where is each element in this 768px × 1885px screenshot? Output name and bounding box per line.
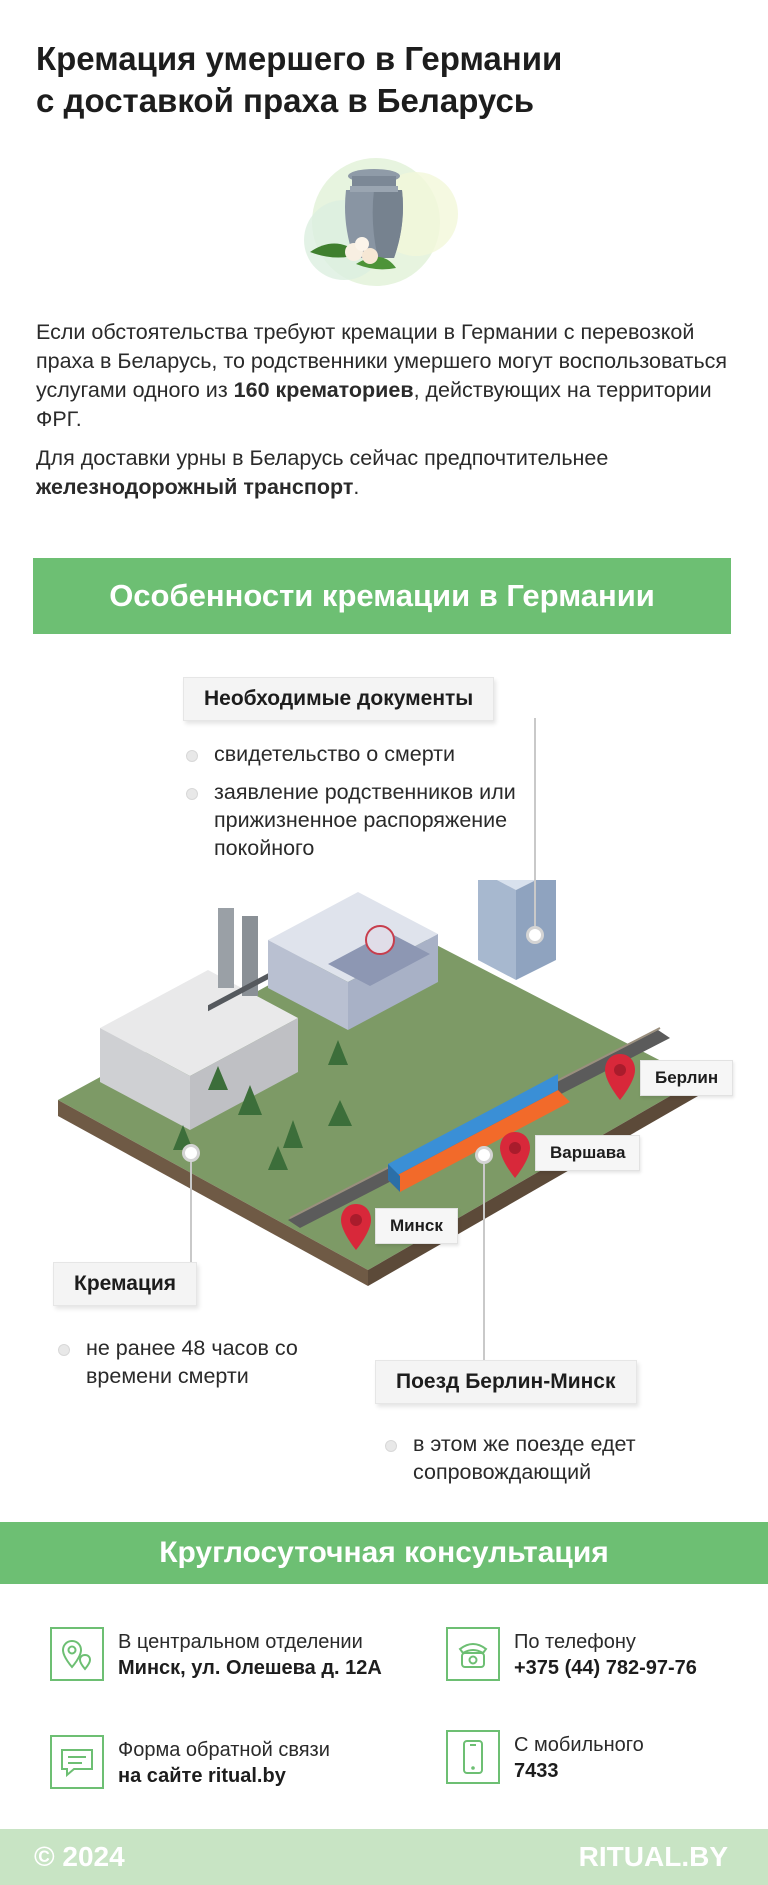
berlin-pin-icon <box>605 1054 635 1100</box>
footer-copyright: © 2024 <box>34 1841 125 1872</box>
page-title: Кремация умершего в Германии с доставкой… <box>36 38 716 122</box>
phone-line1: По телефону <box>514 1631 636 1653</box>
intro-p1-tail: , действующих на территории ФРГ. <box>36 378 712 431</box>
list-item: в этом же поезде едет сопровождающий <box>385 1430 715 1486</box>
documents-connector-line <box>534 718 536 932</box>
mobile-number: 7433 <box>514 1760 559 1782</box>
bullet-dot <box>58 1344 70 1356</box>
train-marker <box>475 1146 493 1164</box>
train-label: Поезд Берлин-Минск <box>375 1360 637 1404</box>
office-line1: В центральном отделении <box>118 1631 363 1653</box>
office-address: Минск, ул. Олешева д. 12А <box>118 1657 382 1679</box>
intro-p2-text: Для доставки урны в Беларусь сейчас пред… <box>36 446 609 470</box>
footer-site-link[interactable]: RITUAL.BY <box>578 1841 728 1872</box>
documents-marker <box>526 926 544 944</box>
bullet-dot <box>186 788 198 800</box>
list-item: свидетельство о смерти <box>186 740 546 768</box>
list-item: заявление родственников или прижизненное… <box>186 778 546 862</box>
intro-paragraph-2: Для доставки урны в Беларусь сейчас пред… <box>36 444 736 502</box>
train-list: в этом же поезде едет сопровождающий <box>385 1430 715 1496</box>
city-label-berlin: Берлин <box>640 1060 734 1096</box>
city-label-minsk: Минск <box>375 1208 458 1244</box>
cremation-connector-line <box>190 1160 192 1262</box>
bullet-dot <box>385 1440 397 1452</box>
title-line-2: с доставкой праха в Беларусь <box>36 82 535 119</box>
form-line1: Форма обратной связи <box>118 1739 330 1761</box>
city-label-warsaw: Варшава <box>535 1135 641 1171</box>
documents-label: Необходимые документы <box>183 677 495 721</box>
features-banner: Особенности кремации в Германии <box>33 558 731 634</box>
bullet-dot <box>186 750 198 762</box>
consultation-banner: Круглосуточная консультация <box>0 1522 768 1584</box>
cremation-label: Кремация <box>53 1262 198 1306</box>
cremation-list: не ранее 48 часов со времени смерти <box>58 1334 358 1400</box>
minsk-pin-icon <box>341 1204 371 1250</box>
chat-icon <box>50 1735 104 1789</box>
form-site: на сайте ritual.by <box>118 1765 286 1787</box>
title-line-1: Кремация умершего в Германии <box>36 40 563 77</box>
list-item: не ранее 48 часов со времени смерти <box>58 1334 358 1390</box>
intro-text: Если обстоятельства требуют кремации в Г… <box>36 318 736 512</box>
train-connector-line <box>483 1162 485 1362</box>
documents-list: свидетельство о смерти заявление родстве… <box>186 740 546 872</box>
intro-p2-bold: железнодорожный транспорт <box>36 475 354 499</box>
phone-icon <box>446 1627 500 1681</box>
footer: © 2024 RITUAL.BY <box>0 1829 768 1885</box>
intro-p1-text: Если обстоятельства требуют кремации в Г… <box>36 320 728 402</box>
cremation-marker <box>182 1144 200 1162</box>
phone-number: +375 (44) 782-97-76 <box>514 1657 697 1679</box>
intro-p2-tail: . <box>353 475 360 499</box>
mobile-line1: С мобильного <box>514 1734 644 1756</box>
intro-paragraph-1: Если обстоятельства требуют кремации в Г… <box>36 318 736 434</box>
map-pin-icon <box>50 1627 104 1681</box>
city-illustration <box>58 880 698 1286</box>
mobile-icon <box>446 1730 500 1784</box>
intro-p1-bold: 160 крематориев <box>233 378 414 402</box>
urn-illustration <box>304 158 458 286</box>
warsaw-pin-icon <box>500 1132 530 1178</box>
